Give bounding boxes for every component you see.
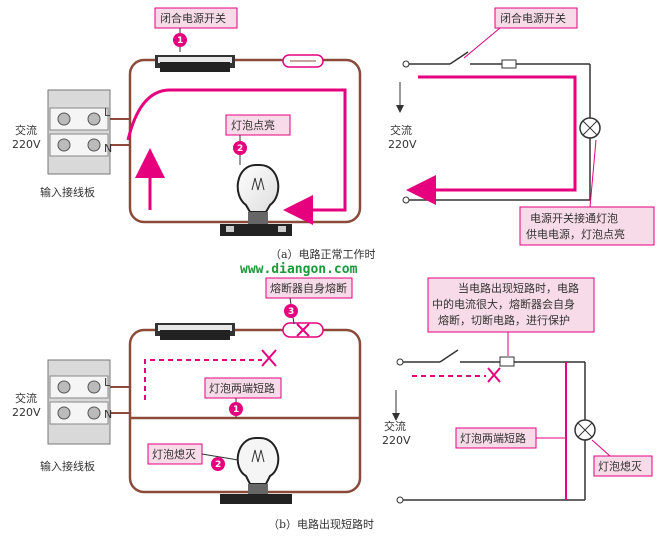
cut-mark-icon bbox=[261, 349, 277, 367]
terminal-n-label: N bbox=[104, 142, 112, 155]
svg-text:交流: 交流 bbox=[390, 123, 412, 137]
fuse-callout bbox=[265, 277, 353, 299]
svg-text:220V: 220V bbox=[388, 138, 417, 151]
svg-text:当电路出现短路时，电路: 当电路出现短路时，电路 bbox=[458, 281, 579, 295]
bottom-pictorial-circuit: L N 交流 220V 输入接线板 熔断器自身熔断 3 灯泡两端短路 1 灯泡熄… bbox=[12, 277, 362, 504]
schematic-note bbox=[427, 277, 595, 333]
svg-text:熔断，切断电路，进行保护: 熔断，切断电路，进行保护 bbox=[438, 313, 570, 327]
terminal-board-label: 输入接线板 bbox=[40, 185, 95, 199]
voltage-label: 220V bbox=[12, 406, 41, 419]
svg-text:熔断器自身熔断: 熔断器自身熔断 bbox=[270, 281, 347, 295]
badge-2 bbox=[211, 457, 225, 471]
svg-text:1: 1 bbox=[177, 36, 183, 46]
terminal-l-label: L bbox=[104, 106, 111, 119]
fuse-icon bbox=[282, 54, 324, 68]
voltage-label: 220V bbox=[12, 138, 41, 151]
terminal-board bbox=[47, 89, 130, 175]
power-switch bbox=[155, 323, 235, 340]
svg-text:灯泡熄灭: 灯泡熄灭 bbox=[598, 459, 642, 473]
caption-b: （b）电路出现短路时 bbox=[268, 517, 374, 531]
svg-text:220V: 220V bbox=[382, 434, 411, 447]
terminal-board-label: 输入接线板 bbox=[40, 459, 95, 473]
current-path bbox=[126, 88, 347, 225]
svg-text:3: 3 bbox=[288, 307, 294, 317]
wire-loop bbox=[128, 58, 362, 224]
switch-callout-text: 闭合电源开关 bbox=[160, 11, 226, 25]
ac-label: 交流 bbox=[15, 123, 37, 137]
schematic-note bbox=[519, 206, 655, 246]
svg-text:灯泡熄灭: 灯泡熄灭 bbox=[152, 447, 196, 461]
svg-text:交流: 交流 bbox=[384, 419, 406, 433]
power-switch bbox=[155, 55, 235, 72]
svg-text:闭合电源开关: 闭合电源开关 bbox=[500, 11, 566, 25]
bulb-lit-icon bbox=[220, 164, 292, 236]
bulb-lit-callout-text: 灯泡点亮 bbox=[231, 118, 275, 132]
top-pictorial-circuit: L N 交流 220V 输入接线板 闭合电源开关 1 灯泡点亮 2 bbox=[12, 7, 362, 236]
interrupted-current bbox=[144, 359, 262, 400]
caption-a: （a）电路正常工作时 bbox=[270, 248, 376, 261]
svg-text:供电电源，灯泡点亮: 供电电源，灯泡点亮 bbox=[526, 227, 625, 241]
short-callout bbox=[204, 377, 282, 399]
terminal-l-label: L bbox=[104, 376, 111, 389]
terminal-board bbox=[47, 359, 130, 445]
fuse-blown-icon bbox=[282, 322, 324, 338]
svg-text:灯泡两端短路: 灯泡两端短路 bbox=[209, 381, 275, 395]
terminal-n-label: N bbox=[104, 408, 112, 421]
svg-text:灯泡两端短路: 灯泡两端短路 bbox=[460, 431, 526, 445]
bulb-lit-callout bbox=[225, 114, 291, 136]
svg-text:电源开关接通灯泡: 电源开关接通灯泡 bbox=[530, 211, 618, 225]
badge-3 bbox=[284, 304, 298, 318]
switch-callout bbox=[154, 7, 238, 29]
bottom-schematic: 交流 220V 当电路出现短路时，电路 中的电流很大，熔断器会自身 熔断，切断电… bbox=[382, 277, 653, 504]
badge-2 bbox=[233, 141, 247, 155]
svg-text:1: 1 bbox=[233, 405, 239, 415]
ac-label: 交流 bbox=[15, 391, 37, 405]
schematic-switch-callout bbox=[494, 7, 578, 29]
svg-text:2: 2 bbox=[237, 144, 243, 154]
badge-1 bbox=[173, 33, 187, 47]
svg-text:中的电流很大，熔断器会自身: 中的电流很大，熔断器会自身 bbox=[432, 297, 575, 311]
wire-loop bbox=[128, 328, 362, 494]
watermark: www.diangon.com bbox=[240, 262, 358, 277]
bulb-off-icon bbox=[220, 437, 292, 504]
fuse-symbol bbox=[499, 356, 515, 367]
schematic-bulb-off-callout bbox=[593, 455, 653, 477]
svg-text:2: 2 bbox=[215, 460, 221, 470]
fuse-symbol bbox=[501, 59, 517, 69]
schematic-current-path bbox=[406, 75, 577, 205]
badge-1 bbox=[229, 402, 243, 416]
cut-mark-icon bbox=[487, 367, 501, 383]
top-schematic: 交流 220V 闭合电源开关 电源开关接通灯泡 供电电源，灯泡点亮 bbox=[388, 7, 655, 246]
